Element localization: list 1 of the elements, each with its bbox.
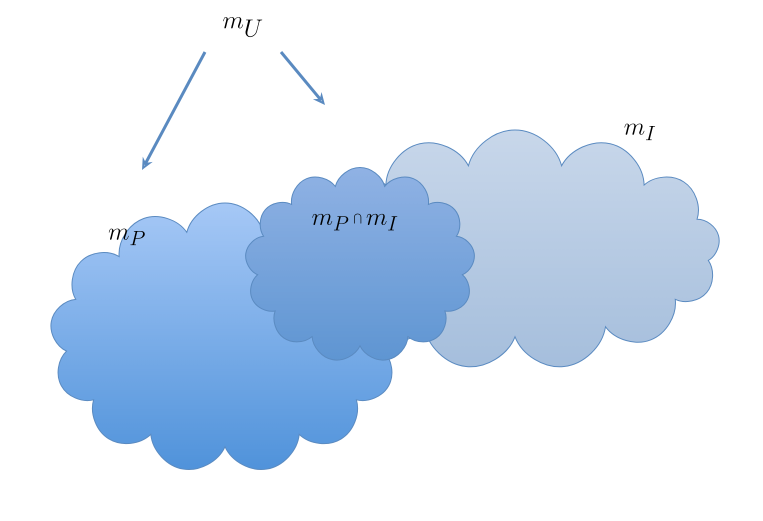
math-label: $m_U$ <box>223 17 262 38</box>
